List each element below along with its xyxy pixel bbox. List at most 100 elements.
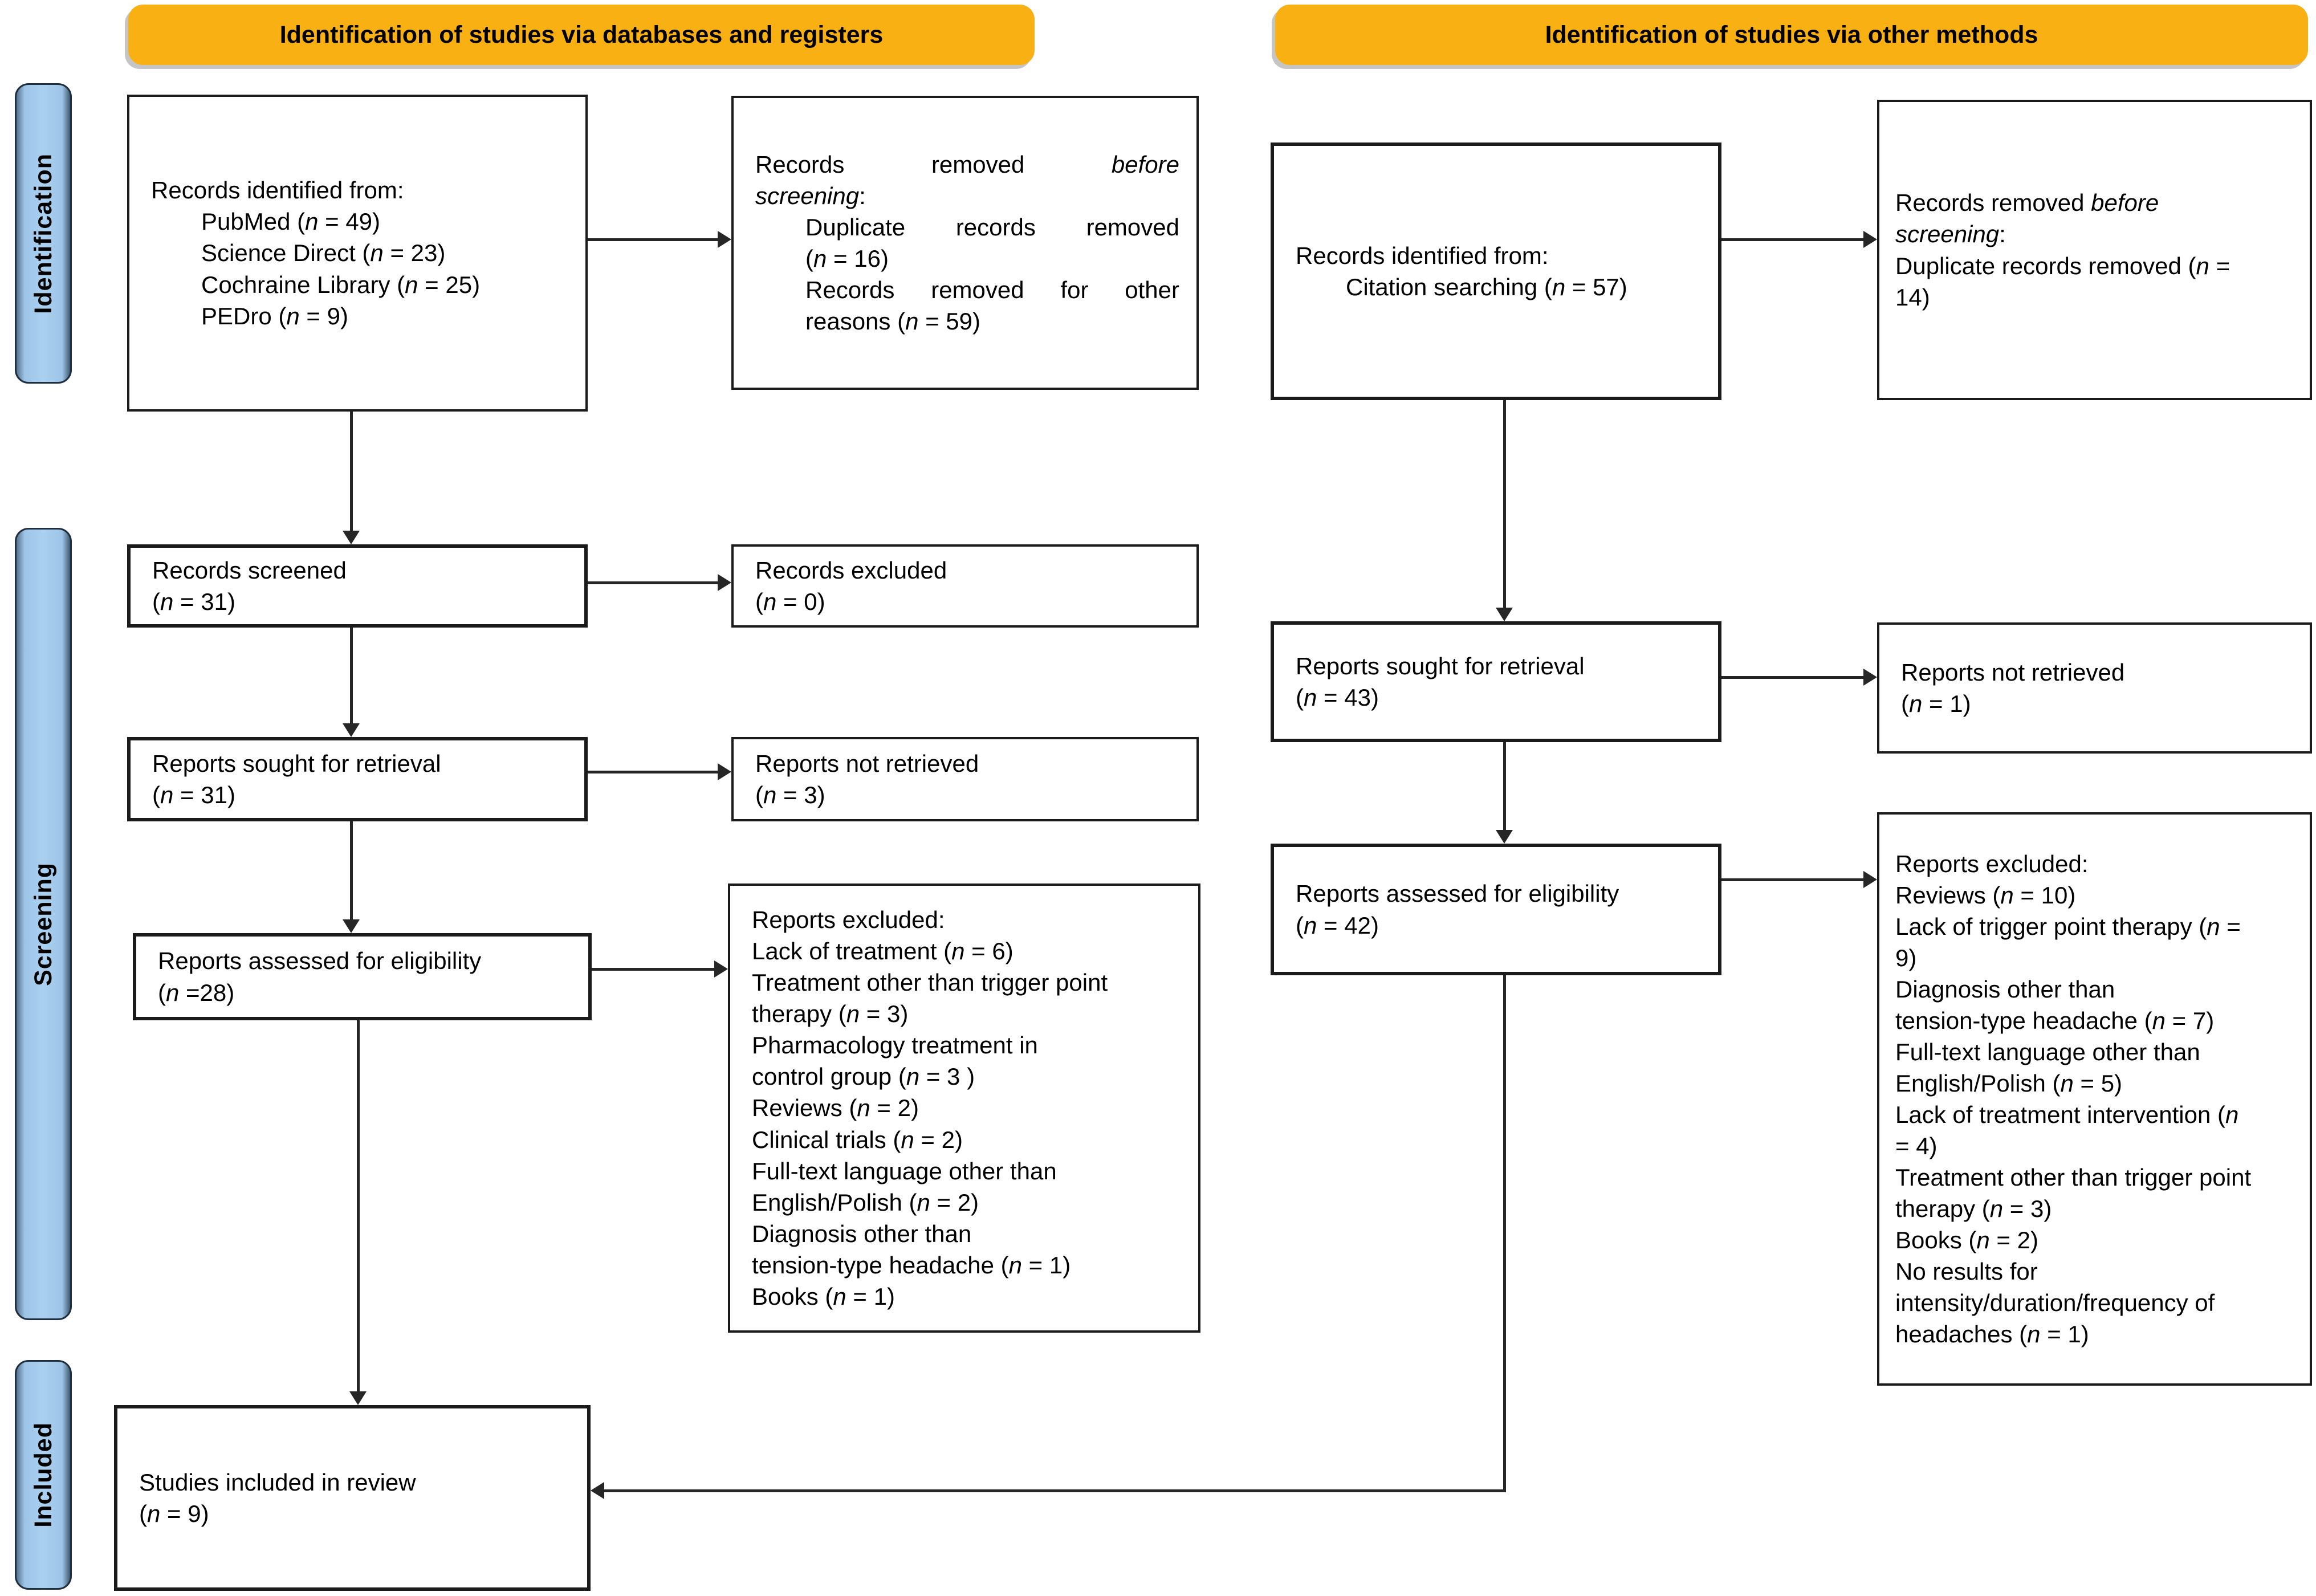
stage-label-included: Included — [15, 1360, 72, 1590]
box-text-line: Citation searching (n = 57) — [1346, 274, 1627, 300]
connector-identified-to-screened — [350, 412, 353, 531]
connector-screened-to-excluded — [588, 581, 719, 584]
box-text-line: Reports excluded: — [752, 906, 945, 934]
box-text-line: Reports not retrieved — [755, 750, 979, 777]
box-text-line: No results for — [1895, 1258, 2038, 1285]
column-header-databases-registers: Identification of studies via databases … — [128, 5, 1035, 65]
connector-citation-to-sought — [1503, 400, 1506, 608]
box-records-excluded: Records excluded (n = 0) — [731, 544, 1199, 628]
stage-label-identification: Identification — [15, 83, 72, 384]
connector-identified-to-removed — [588, 238, 719, 241]
arrowhead-right-icon — [1863, 669, 1877, 686]
box-studies-included: Studies included in review(n = 9) — [114, 1405, 591, 1591]
box-reports-excluded-databases: Reports excluded: Lack of treatment (n = … — [728, 883, 1200, 1333]
box-text-line: screening: — [755, 182, 866, 209]
box-text-line: Treatment other than trigger point — [1895, 1164, 2252, 1191]
box-text-line: tension-type headache (n = 1) — [752, 1251, 1071, 1279]
arrowhead-down-icon — [349, 1391, 367, 1405]
box-text-line: Diagnosis other than — [1895, 975, 2115, 1003]
box-text-line: Records identified from: — [1296, 242, 1549, 269]
box-reports-sought-databases: Reports sought for retrieval (n = 31) — [127, 737, 588, 821]
box-reports-not-retrieved-databases: Reports not retrieved (n = 3) — [731, 737, 1199, 821]
box-text-line: Records removed before — [755, 150, 1179, 178]
box-reports-sought-other: Reports sought for retrieval (n = 43) — [1271, 621, 1721, 742]
arrowhead-down-icon — [343, 531, 360, 544]
box-records-removed-before-screening-databases: Records removed before screening: Duplicat… — [731, 96, 1199, 390]
connector-assessed-other-down — [1503, 975, 1506, 1492]
box-text-line: Reviews (n = 2) — [752, 1094, 919, 1122]
box-text-line: PubMed (n = 49) — [201, 208, 381, 235]
box-records-removed-before-screening-other: Records removed before screening: Duplicat… — [1877, 100, 2312, 400]
arrowhead-right-icon — [718, 574, 731, 591]
box-text-line: (n = 0) — [755, 588, 825, 615]
box-text-line: Reports excluded: — [1895, 850, 2089, 877]
connector-sought-to-assessed — [350, 821, 353, 919]
connector-citation-to-removed — [1721, 238, 1865, 241]
box-text-line: Records screened — [152, 556, 347, 584]
connector-assessed-to-excluded-reasons — [592, 968, 715, 971]
box-text-line: Lack of treatment (n = 6) — [752, 938, 1013, 965]
connector-sought-to-notretrieved — [588, 771, 719, 773]
box-text-line: tension-type headache (n = 7) — [1895, 1007, 2215, 1034]
box-text-line: (n = 31) — [152, 781, 235, 808]
box-text-line: (n = 31) — [152, 588, 235, 615]
box-text-line: (n = 3) — [755, 781, 825, 808]
box-text-line: screening: — [1895, 221, 2006, 248]
box-text-line: Pharmacology treatment in — [752, 1032, 1038, 1059]
box-records-identified-databases: Records identified from: PubMed (n = 49) S… — [127, 95, 588, 412]
arrowhead-down-icon — [343, 919, 360, 933]
arrowhead-right-icon — [714, 960, 728, 978]
box-text-line: Duplicate records removed (n = — [1895, 252, 2230, 279]
connector-assessed-to-excluded-other — [1721, 878, 1865, 881]
arrowhead-right-icon — [1863, 871, 1877, 888]
box-text-line: Records identified from: — [151, 177, 404, 204]
box-text-line: Lack of trigger point therapy (n = — [1895, 913, 2241, 940]
box-text-line: PEDro (n = 9) — [201, 302, 348, 329]
box-text-line: Books (n = 1) — [752, 1282, 895, 1310]
stage-label-screening: Screening — [15, 528, 72, 1320]
box-text-line: (n = 42) — [1296, 911, 1379, 939]
box-text-line: Lack of treatment intervention (n — [1895, 1101, 2239, 1128]
box-text-line: (n = 16) — [805, 245, 889, 272]
box-text-line: Full-text language other than — [752, 1157, 1057, 1184]
box-text-line: Books (n = 2) — [1895, 1227, 2038, 1254]
connector-sought-to-notretrieved-other — [1721, 676, 1865, 679]
box-text-line: English/Polish (n = 5) — [1895, 1069, 2123, 1097]
box-text-line: Clinical trials (n = 2) — [752, 1126, 963, 1153]
box-reports-excluded-other: Reports excluded:Reviews (n = 10)Lack of… — [1877, 812, 2312, 1386]
box-text-line: Reports sought for retrieval — [1296, 652, 1585, 679]
arrowhead-right-icon — [1863, 231, 1877, 248]
box-text-line: Reports not retrieved — [1901, 658, 2125, 686]
box-text-line: Science Direct (n = 23) — [201, 239, 446, 267]
box-records-screened: Records screened (n = 31) — [127, 544, 588, 628]
arrowhead-down-icon — [1496, 608, 1513, 621]
box-text-line: Treatment other than trigger point — [752, 969, 1108, 996]
box-text-line: (n = 1) — [1901, 690, 1971, 717]
box-text-line: reasons (n = 59) — [805, 308, 981, 335]
box-text-line: control group (n = 3 ) — [752, 1063, 975, 1090]
box-text-line: (n = 9) — [139, 1500, 209, 1527]
box-text-line: (n =28) — [158, 979, 235, 1006]
connector-other-to-included — [602, 1489, 1506, 1492]
arrowhead-right-icon — [718, 763, 731, 780]
arrowhead-down-icon — [343, 723, 360, 737]
box-reports-assessed-other: Reports assessed for eligibility(n = 42) — [1271, 844, 1721, 975]
box-text-line: (n = 43) — [1296, 684, 1379, 711]
stage-screening-text: Screening — [29, 862, 57, 986]
box-records-identified-other: Records identified from: Citation searchi… — [1271, 142, 1721, 400]
box-text-line: 9) — [1895, 944, 1917, 971]
box-text-line: intensity/duration/frequency of — [1895, 1289, 2215, 1317]
connector-sought-to-assessed-other — [1503, 742, 1506, 830]
box-text-line: Duplicate records removed — [805, 213, 1179, 241]
box-text-line: Records excluded — [755, 556, 947, 584]
box-text-line: English/Polish (n = 2) — [752, 1188, 979, 1216]
box-text-line: Reports assessed for eligibility — [158, 947, 482, 975]
box-text-line: = 4) — [1895, 1133, 1938, 1160]
box-text-line: headaches (n = 1) — [1895, 1321, 2089, 1348]
connector-assessed-to-included — [357, 1020, 360, 1391]
box-text-line: therapy (n = 3) — [1895, 1195, 2052, 1223]
box-text-line: Records removed before — [1895, 189, 2159, 217]
box-text-line: Reports sought for retrieval — [152, 750, 441, 777]
arrowhead-down-icon — [1496, 830, 1513, 844]
column-header-databases-label: Identification of studies via databases … — [279, 21, 884, 48]
